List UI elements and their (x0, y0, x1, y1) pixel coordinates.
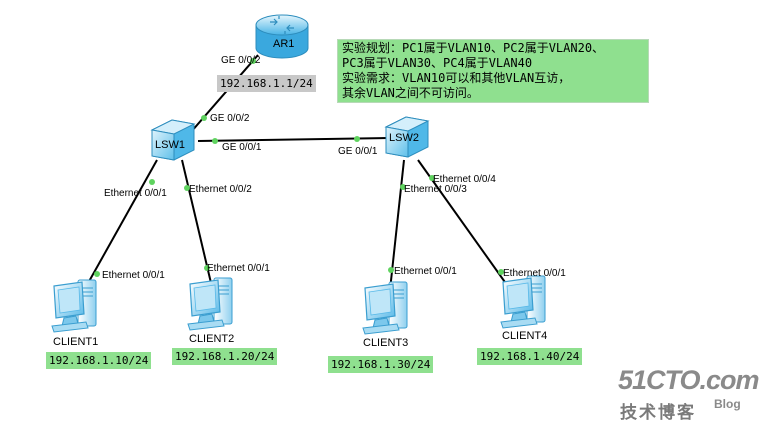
port-label-lsw1-ge002: GE 0/0/2 (210, 113, 250, 124)
client2-pc-icon[interactable] (187, 277, 233, 331)
port-label-lsw1-eth001: Ethernet 0/0/1 (104, 188, 167, 199)
client2-label: CLIENT2 (189, 333, 235, 345)
switch-lsw1-icon[interactable] (150, 119, 196, 161)
ip-client2: 192.168.1.20/24 (172, 348, 278, 365)
port-label-client1-eth: Ethernet 0/0/1 (102, 270, 165, 281)
switch-lsw2-icon[interactable] (384, 116, 430, 158)
switch-lsw2-label: LSW2 (389, 132, 419, 144)
watermark-logo: 51CTO.com 技术博客 Blog (618, 365, 760, 425)
link-lsw1-client1 (86, 159, 158, 286)
port-label-lsw1-ge001: GE 0/0/1 (222, 142, 262, 153)
router-icon[interactable] (255, 14, 309, 59)
port-label-client2-eth: Ethernet 0/0/1 (207, 263, 270, 274)
port-label-client4-eth: Ethernet 0/0/1 (503, 268, 566, 279)
port-label-client3-eth: Ethernet 0/0/1 (394, 266, 457, 277)
port-label-lsw1-eth002: Ethernet 0/0/2 (189, 184, 252, 195)
ip-client3: 192.168.1.30/24 (328, 356, 434, 373)
note-line-3: 实验需求：VLAN10可以和其他VLAN互访， (342, 71, 571, 85)
watermark-blog: Blog (714, 397, 741, 411)
note-line-1: 实验规划：PC1属于VLAN10、PC2属于VLAN20、 (342, 41, 605, 55)
link-lsw1-client2 (181, 159, 212, 284)
ip-ar1: 192.168.1.1/24 (217, 75, 316, 92)
experiment-note: 实验规划：PC1属于VLAN10、PC2属于VLAN20、 PC3属于VLAN3… (337, 39, 649, 103)
port-label-lsw2-ge001: GE 0/0/1 (338, 146, 378, 157)
client4-label: CLIENT4 (502, 330, 548, 342)
client1-label: CLIENT1 (53, 336, 99, 348)
port-label-lsw2-eth004: Ethernet 0/0/4 (433, 174, 496, 185)
watermark-sub: 技术博客 (620, 403, 696, 423)
port-label-ar1-ge002: GE 0/0/2 (221, 55, 261, 66)
client1-pc-icon[interactable] (51, 279, 97, 333)
client3-label: CLIENT3 (363, 337, 409, 349)
watermark-site: 51CTO.com (618, 365, 760, 395)
router-label: AR1 (273, 38, 295, 50)
note-line-4: 其余VLAN之间不可访问。 (342, 86, 479, 100)
ip-client4: 192.168.1.40/24 (477, 348, 583, 365)
client4-pc-icon[interactable] (500, 275, 546, 329)
client3-pc-icon[interactable] (362, 281, 408, 335)
port-dots (94, 58, 504, 277)
switch-lsw1-label: LSW1 (155, 139, 185, 151)
port-label-lsw2-eth003: Ethernet 0/0/3 (404, 184, 467, 195)
note-line-2: PC3属于VLAN30、PC4属于VLAN40 (342, 56, 533, 70)
ip-client1: 192.168.1.10/24 (46, 352, 152, 369)
